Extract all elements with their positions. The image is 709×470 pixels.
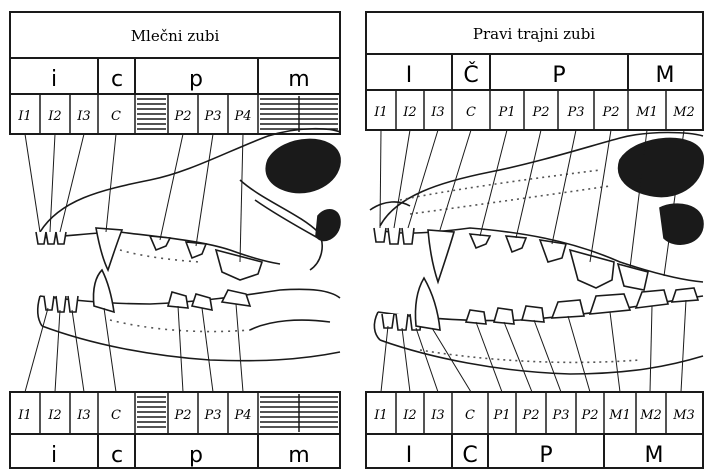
left-bottom-group-c: c [111, 443, 123, 468]
left-bottom-teeth-row: I1 I2 I3 C P2 P3 P4 [10, 392, 340, 434]
left-top-tooth-P3: P3 [203, 109, 221, 124]
right-bottom-group-P: P [539, 443, 552, 468]
left-top-hatch-c [137, 99, 166, 129]
right-bottom-tooth-I3: I3 [430, 408, 444, 423]
left-top-group-m: m [288, 67, 309, 92]
right-top-tooth-C: C [466, 105, 476, 120]
left-panel: Mlečni zubi i c p m [10, 12, 340, 468]
left-bottom-tooth-I3: I3 [76, 408, 90, 423]
right-bottom-tooth-P3: P3 [551, 408, 569, 423]
left-top-tooth-C: C [111, 109, 121, 124]
right-bottom-group-M: M [645, 443, 664, 468]
right-bottom-tooth-P1: P1 [492, 408, 510, 423]
left-top-hatch-m [260, 96, 338, 132]
left-bottom-tooth-C: C [111, 408, 121, 423]
left-top-group-p: p [189, 67, 203, 92]
left-bottom-tooth-I1: I1 [17, 408, 31, 423]
left-bottom-tooth-P4: P4 [233, 408, 251, 423]
right-skull-illustration [370, 133, 703, 375]
right-title: Pravi trajni zubi [473, 25, 595, 43]
right-panel: Pravi trajni zubi I Č P M I1 I2 I [366, 12, 703, 468]
right-bottom-teeth-row: I1 I2 I3 C P1 P2 P3 P2 M1 M2 M3 [366, 392, 703, 434]
left-top-group-i: i [51, 67, 57, 92]
right-top-tooth-I1: I1 [373, 105, 387, 120]
left-bottom-hatch-m [260, 394, 338, 432]
right-bottom-tooth-M1: M1 [608, 408, 631, 423]
right-top-tooth-M2: M2 [672, 105, 695, 120]
right-bottom-tooth-M2: M2 [639, 408, 662, 423]
left-top-tooth-I2: I2 [47, 109, 61, 124]
left-top-group-row: i c p m [10, 58, 340, 94]
left-bottom-group-row: i c p m [10, 434, 340, 468]
left-title: Mlečni zubi [131, 27, 220, 45]
left-bottom-tooth-I2: I2 [47, 408, 61, 423]
right-bottom-group-row: I C P M [366, 434, 703, 468]
right-top-tooth-P1: P1 [497, 105, 515, 120]
left-bottom-group-p: p [189, 443, 203, 468]
right-top-tooth-I3: I3 [430, 105, 444, 120]
left-bottom-group-m: m [288, 443, 309, 468]
right-bottom-group-C: C [462, 443, 477, 468]
right-top-tooth-P3: P3 [566, 105, 584, 120]
left-bottom-leaders [25, 304, 243, 392]
right-bottom-group-I: I [406, 443, 413, 468]
left-top-tooth-I1: I1 [17, 109, 31, 124]
right-top-tooth-M1: M1 [635, 105, 658, 120]
right-top-teeth-row: I1 I2 I3 C P1 P2 P3 P2 M1 M2 [366, 90, 703, 130]
left-top-teeth-row: I1 I2 I3 C P2 P3 P4 [10, 94, 340, 134]
right-top-tooth-I2: I2 [402, 105, 416, 120]
left-top-group-c: c [111, 67, 123, 92]
right-bottom-tooth-M3: M3 [672, 408, 695, 423]
left-bottom-hatch-c [137, 397, 166, 427]
right-top-group-M: M [656, 63, 675, 88]
left-bottom-group-i: i [51, 443, 57, 468]
right-bottom-tooth-P2: P2 [521, 408, 539, 423]
right-top-group-C: Č [463, 62, 478, 88]
right-bottom-tooth-P4: P2 [580, 408, 598, 423]
right-bottom-tooth-I1: I1 [373, 408, 387, 423]
right-top-group-row: I Č P M [366, 54, 703, 90]
right-top-group-P: P [552, 63, 565, 88]
right-top-tooth-P2: P2 [531, 105, 549, 120]
right-bottom-tooth-I2: I2 [402, 408, 416, 423]
left-skull-illustration [36, 129, 340, 361]
left-bottom-tooth-P3: P3 [203, 408, 221, 423]
left-bottom-tooth-P2: P2 [173, 408, 191, 423]
right-top-group-I: I [406, 63, 413, 88]
left-top-tooth-P4: P4 [233, 109, 251, 124]
right-top-tooth-P4: P2 [601, 105, 619, 120]
right-bottom-tooth-C: C [465, 408, 475, 423]
left-top-tooth-P2: P2 [173, 109, 191, 124]
left-top-tooth-I3: I3 [76, 109, 90, 124]
